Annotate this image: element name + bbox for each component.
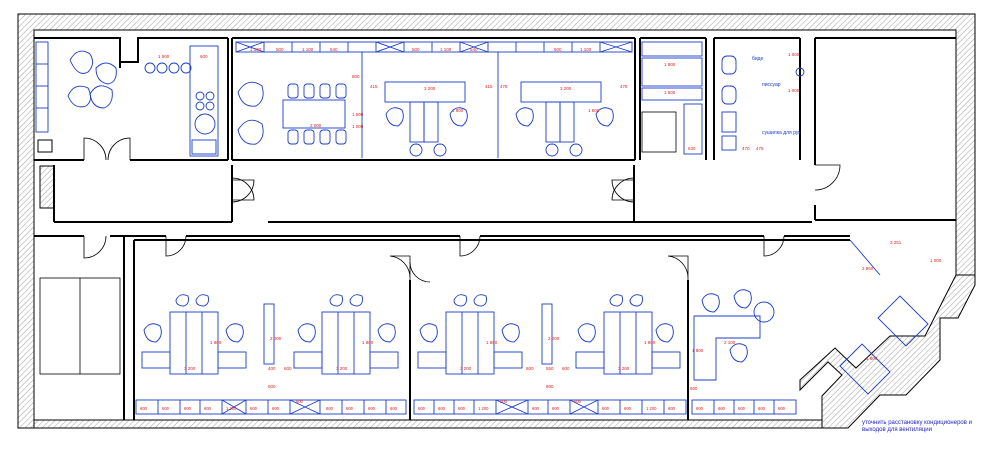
dim-strip-cell: 600 bbox=[162, 406, 170, 411]
dim-strip-cell: 600 bbox=[458, 406, 466, 411]
dim-side-c: 476 bbox=[500, 84, 508, 89]
dim-strip-cell: 600 bbox=[140, 406, 148, 411]
dim-manager-desk: 2 100 bbox=[724, 340, 736, 345]
dim-strip-cell: 600 bbox=[184, 406, 192, 411]
room-labels: биде писсуар сушилка для рук bbox=[752, 56, 801, 136]
dim-strip: 500 bbox=[412, 47, 420, 52]
dim-strip-cell: 600 bbox=[624, 406, 632, 411]
dim-wc-2: 1 500 bbox=[664, 90, 676, 95]
dim-strip-cell: 600 bbox=[346, 406, 354, 411]
dim-bottom-partition: 2 000 bbox=[548, 336, 560, 341]
bottom-strip-dimensions: 600 600 600 600 1 200 600 600 600 600 60… bbox=[140, 399, 786, 411]
label-bidet: биде bbox=[752, 56, 764, 62]
dim-meeting-table: 2 000 bbox=[310, 123, 322, 128]
ventilation-note: уточнить расстановку кондиционеров и вых… bbox=[862, 420, 972, 433]
dim-gap-b: 1 800 bbox=[588, 108, 600, 113]
dim-strip-cell: 600 bbox=[602, 406, 610, 411]
dim-strip-cell: 1 200 bbox=[478, 406, 489, 411]
dim-strip: 1 100 bbox=[440, 47, 452, 52]
dim-strip: 1 100 bbox=[302, 47, 314, 52]
dim-bottom-cluster: 3 200 bbox=[336, 366, 348, 371]
dim-bottom-small: 600 bbox=[690, 386, 698, 391]
dim-bottom-height: 1 800 bbox=[210, 340, 222, 345]
dim-strip: 500 bbox=[554, 47, 562, 52]
dim-strip-cell: 600 bbox=[532, 406, 540, 411]
dim-bottom-small: 400 bbox=[268, 366, 276, 371]
dim-strip-cell: 600 bbox=[778, 406, 786, 411]
dim-strip-cell: 600 bbox=[738, 406, 746, 411]
dim-bottom-small: 800 bbox=[526, 366, 534, 371]
dim-strip-cell: 600 bbox=[418, 406, 426, 411]
dim-strip-cell: 600 bbox=[326, 406, 334, 411]
dim-wc-1: 1 800 bbox=[664, 62, 676, 67]
dim-corner-4: 1 800 bbox=[866, 356, 878, 361]
dim-top-storage-1: 1 500 bbox=[158, 54, 170, 59]
dim-strip-cell: 600 bbox=[296, 399, 304, 404]
dim-corner-2: 1 000 bbox=[930, 258, 942, 263]
dim-strip-cell: 600 bbox=[390, 406, 398, 411]
dim-wc-4: 1 000 bbox=[788, 52, 800, 57]
dim-wc-5: 1 000 bbox=[788, 88, 800, 93]
stair-and-shafts bbox=[39, 111, 677, 375]
dim-bottom-cluster: 3 200 bbox=[184, 366, 196, 371]
dim-strip-cell: 1 200 bbox=[646, 406, 657, 411]
dim-side-b: 415 bbox=[485, 84, 493, 89]
dim-strip: 540 bbox=[470, 47, 478, 52]
dim-side-d: 476 bbox=[620, 84, 628, 89]
dim-meeting-gap: 1 000 bbox=[352, 124, 364, 129]
dim-strip-cell: 600 bbox=[758, 406, 766, 411]
dim-corner-3: 2 960 bbox=[862, 266, 874, 271]
dim-wc-7: 475 bbox=[756, 146, 764, 151]
furniture bbox=[35, 41, 929, 415]
dim-manager-side: 1 800 bbox=[692, 348, 704, 353]
label-pissoir: писсуар bbox=[762, 82, 781, 88]
dim-bottom-small: 550 bbox=[546, 366, 554, 371]
dim-wc-3: 630 bbox=[688, 146, 696, 151]
doors bbox=[83, 137, 841, 283]
dim-bottom-height: 1 800 bbox=[362, 340, 374, 345]
dim-strip-cell: 600 bbox=[552, 406, 560, 411]
dim-strip-cell: 1 200 bbox=[226, 406, 237, 411]
dim-wc-6: 470 bbox=[742, 146, 750, 151]
dim-bottom-cluster: 3 200 bbox=[460, 366, 472, 371]
dim-strip-cell: 600 bbox=[204, 406, 212, 411]
dim-bottom-small: 600 bbox=[562, 366, 570, 371]
dim-gap-a: 1 800 bbox=[452, 108, 464, 113]
dim-strip-cell: 600 bbox=[668, 406, 676, 411]
dim-strip-cell: 600 bbox=[438, 406, 446, 411]
dim-bottom-small: 800 bbox=[546, 384, 554, 389]
dim-strip-cell: 600 bbox=[368, 406, 376, 411]
interior-walls bbox=[34, 37, 956, 420]
dim-bottom-height: 1 800 bbox=[486, 340, 498, 345]
dim-meeting-side: 1 500 bbox=[352, 112, 364, 117]
dim-strip-cell: 600 bbox=[250, 406, 258, 411]
dim-bottom-cluster: 3 200 bbox=[618, 366, 630, 371]
dim-side-a: 415 bbox=[370, 84, 378, 89]
dim-strip-cell: 600 bbox=[500, 399, 508, 404]
dim-strip-cell: 600 bbox=[718, 406, 726, 411]
dim-strip: 1 100 bbox=[250, 47, 262, 52]
dim-strip: 1 100 bbox=[580, 47, 592, 52]
dim-strip-cell: 600 bbox=[696, 406, 704, 411]
dim-strip-cell: 600 bbox=[574, 399, 582, 404]
dim-bottom-height: 1 800 bbox=[644, 340, 656, 345]
dim-corner-1: 3 251 bbox=[890, 240, 902, 245]
dimensions: 1 500 600 1 100 500 1 100 540 500 1 100 … bbox=[158, 47, 942, 391]
dim-top-storage-2: 600 bbox=[200, 54, 208, 59]
dim-cluster-b: 3 200 bbox=[560, 86, 572, 91]
dim-strip: 540 bbox=[330, 47, 338, 52]
dim-bottom-small: 600 bbox=[268, 384, 276, 389]
label-dryer: сушилка для рук bbox=[762, 130, 801, 136]
dim-bottom-small: 600 bbox=[284, 366, 292, 371]
dim-strip-cell: 600 bbox=[272, 406, 280, 411]
dim-meeting-height: 800 bbox=[352, 74, 360, 79]
dim-bottom-partition: 2 000 bbox=[270, 336, 282, 341]
dim-cluster-a: 3 200 bbox=[424, 86, 436, 91]
outer-walls bbox=[17, 13, 976, 429]
dim-strip: 500 bbox=[276, 47, 284, 52]
